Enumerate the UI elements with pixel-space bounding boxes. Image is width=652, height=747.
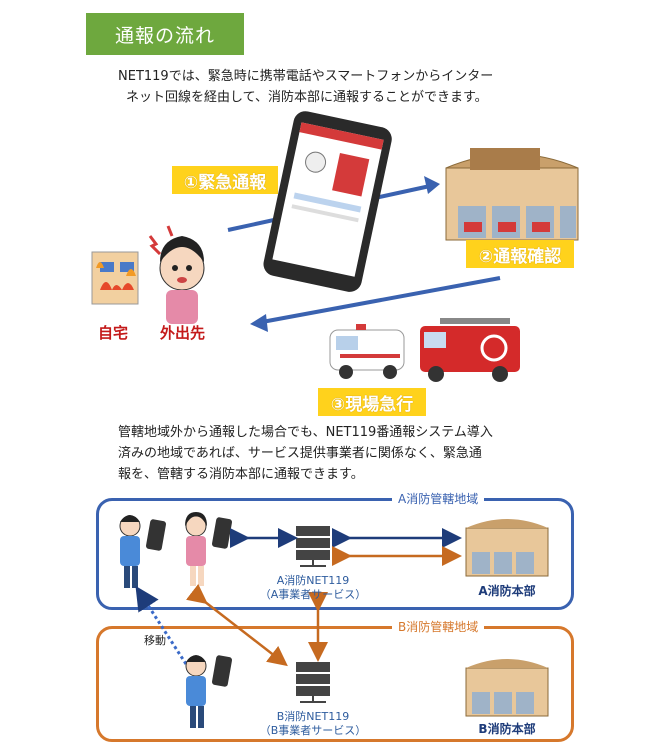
arrow-right-icon [424, 176, 440, 194]
region-a-box [96, 498, 574, 610]
hq-a-label: A消防本部 [478, 584, 536, 598]
intro-line-2: ネット回線を経由して、消防本部に通報することができます。 [126, 90, 488, 105]
outside-label: 外出先 [160, 324, 206, 342]
note-line-3: 報を、管轄する消防本部に通報できます。 [118, 467, 364, 482]
hq-b-label: B消防本部 [478, 722, 536, 736]
man-phone-icon [119, 515, 167, 588]
fire-station-a-icon [465, 519, 549, 577]
server-b-label: B消防NET119 （B事業者サービス） [258, 710, 368, 738]
move-label: 移動 [144, 634, 166, 647]
intro-text: NET119では、緊急時に携帯電話やスマートフォンからインター ネット回線を経由… [118, 66, 493, 108]
server-a-label-2: （A事業者サービス） [259, 588, 367, 601]
server-a-label-1: A消防NET119 [276, 574, 350, 587]
house-fire-icon [91, 251, 139, 305]
step3-label: ③現場急行 [318, 388, 426, 416]
ambulance-icon [329, 324, 405, 379]
region-b-title: B消防管轄地域 [392, 618, 485, 635]
fire-truck-icon [420, 318, 520, 382]
woman-phone-icon [185, 512, 233, 586]
page-title: 通報の流れ [86, 13, 244, 55]
fire-station-icon [445, 148, 579, 241]
intro-line-1: NET119では、緊急時に携帯電話やスマートフォンからインター [118, 69, 494, 84]
server-a-icon [296, 526, 330, 567]
server-a-label: A消防NET119 （A事業者サービス） [258, 574, 368, 602]
smartphone-icon [263, 111, 392, 292]
server-b-icon [296, 662, 330, 703]
home-label: 自宅 [98, 324, 129, 342]
note-line-1: 管轄地域外から通報した場合でも、NET119番通報システム導入 [118, 425, 493, 440]
step2-label: ②通報確認 [466, 240, 574, 268]
arrow-left-icon [250, 314, 268, 332]
note-text: 管轄地域外から通報した場合でも、NET119番通報システム導入 済みの地域であれ… [118, 422, 493, 485]
woman-alarmed-icon [148, 225, 205, 324]
region-a-title: A消防管轄地域 [392, 490, 485, 507]
server-b-label-1: B消防NET119 [276, 710, 350, 723]
region-b-box [96, 626, 574, 742]
man-phone-b-icon [185, 655, 233, 728]
step1-label: ①緊急通報 [172, 166, 278, 194]
fire-station-b-icon [465, 659, 549, 717]
flow-illustration [91, 111, 579, 382]
server-b-label-2: （B事業者サービス） [259, 724, 367, 737]
note-line-2: 済みの地域であれば、サービス提供事業者に関係なく、緊急通 [118, 446, 482, 461]
